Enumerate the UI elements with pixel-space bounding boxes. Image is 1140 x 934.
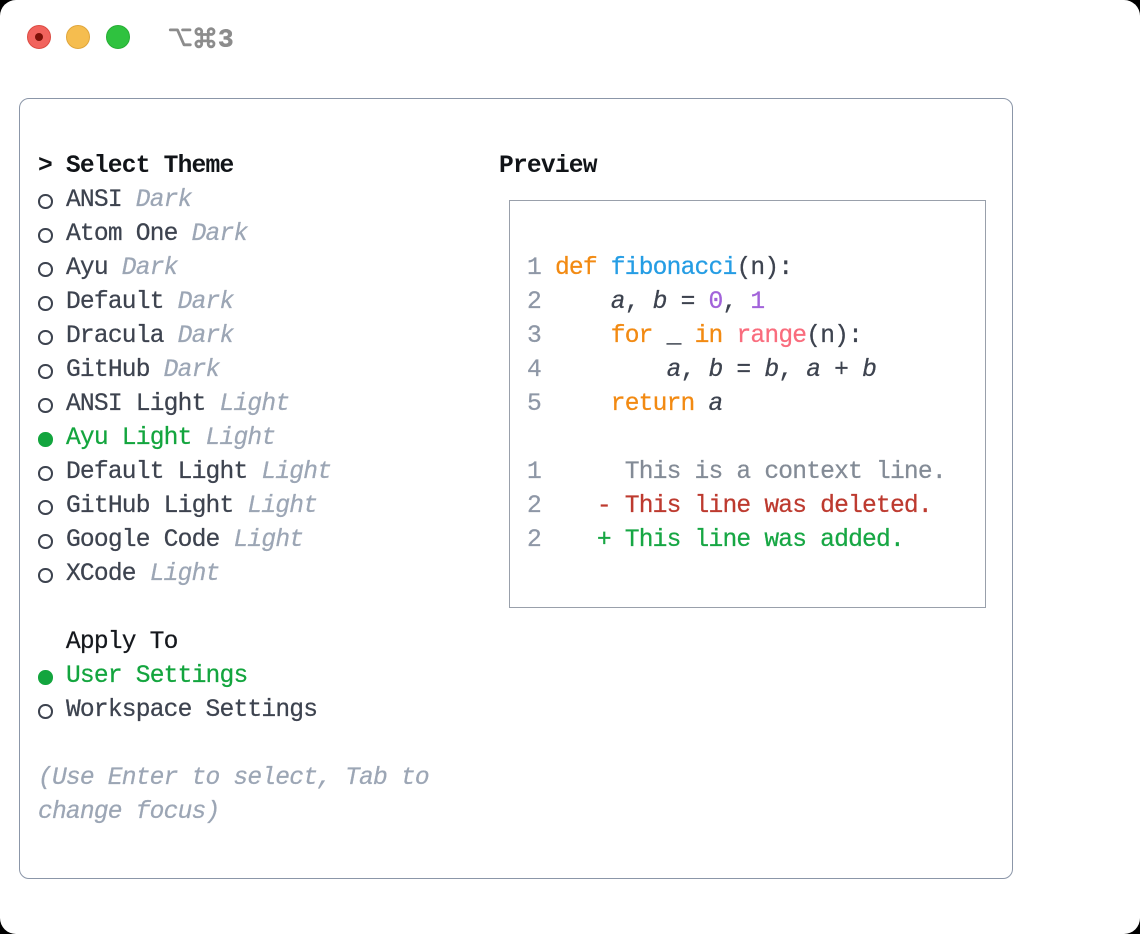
svg-text:3: 3	[218, 25, 234, 51]
